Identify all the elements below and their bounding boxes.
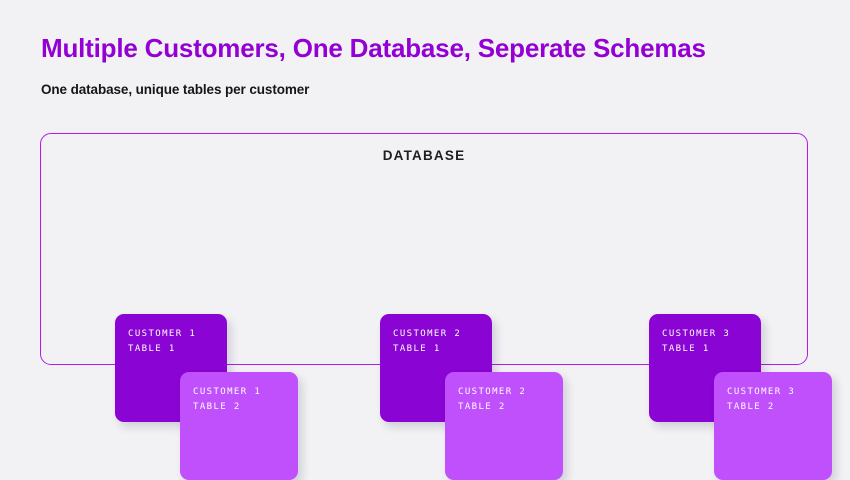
card-table-label: TABLE 1 xyxy=(662,344,710,354)
card-customer-label: CUSTOMER 1 xyxy=(193,387,262,397)
table-card-front[interactable]: CUSTOMER 3 TABLE 2 xyxy=(714,372,832,480)
card-table-label: TABLE 1 xyxy=(393,344,441,354)
customer-group: CUSTOMER 2 TABLE 1 CUSTOMER 2 TABLE 2 xyxy=(380,314,564,480)
table-card-front[interactable]: CUSTOMER 2 TABLE 2 xyxy=(445,372,563,480)
card-customer-label: CUSTOMER 2 xyxy=(393,329,462,339)
customer-group: CUSTOMER 1 TABLE 1 CUSTOMER 1 TABLE 2 xyxy=(115,314,299,480)
page-title: Multiple Customers, One Database, Sepera… xyxy=(41,33,706,63)
card-customer-label: CUSTOMER 3 xyxy=(662,329,731,339)
diagram-canvas: Multiple Customers, One Database, Sepera… xyxy=(40,33,832,480)
card-table-label: TABLE 2 xyxy=(727,402,775,412)
database-container: DATABASE CUSTOMER 1 TABLE 1 CUSTOMER 1 T… xyxy=(40,133,832,480)
card-table-label: TABLE 2 xyxy=(458,402,506,412)
card-customer-label: CUSTOMER 2 xyxy=(458,387,527,397)
customer-group: CUSTOMER 3 TABLE 1 CUSTOMER 3 TABLE 2 xyxy=(649,314,833,480)
card-customer-label: CUSTOMER 1 xyxy=(128,329,197,339)
database-label: DATABASE xyxy=(382,148,466,163)
card-table-label: TABLE 1 xyxy=(128,344,176,354)
page-subtitle: One database, unique tables per customer xyxy=(41,82,310,97)
card-table-label: TABLE 2 xyxy=(193,402,241,412)
card-customer-label: CUSTOMER 3 xyxy=(727,387,796,397)
table-card-front[interactable]: CUSTOMER 1 TABLE 2 xyxy=(180,372,298,480)
